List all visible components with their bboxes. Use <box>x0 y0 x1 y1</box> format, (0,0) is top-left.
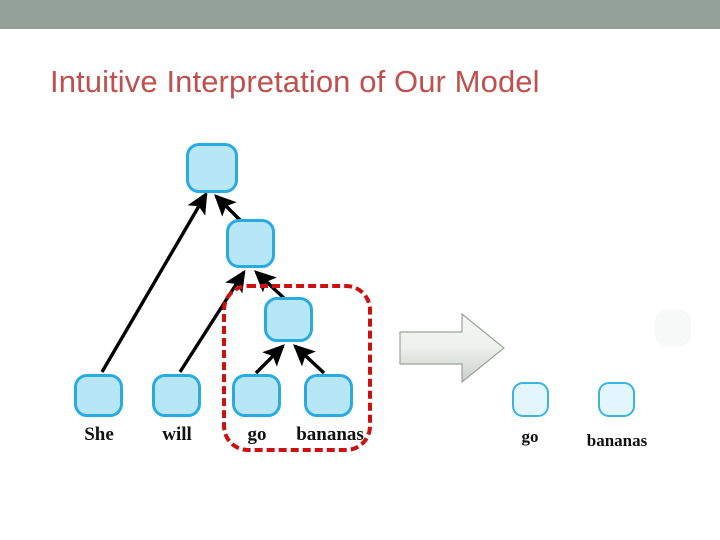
tree-node-vp-inner[interactable] <box>264 297 313 342</box>
rhs-word-label-bananas: bananas <box>586 431 648 450</box>
rhs-word-label-go: go <box>521 427 539 446</box>
word-label-will: will <box>162 424 192 445</box>
word-label-go: go <box>247 424 267 445</box>
edge-she-root <box>100 191 208 373</box>
transition-arrow <box>399 312 505 384</box>
page-title: Intuitive Interpretation of Our Model <box>50 64 540 99</box>
top-decorative-band <box>0 0 720 29</box>
tree-leaf-will[interactable] <box>152 374 201 417</box>
tree-leaf-she[interactable] <box>74 374 123 417</box>
word-label-she: She <box>84 424 114 445</box>
rhs-leaf-bananas[interactable] <box>598 382 635 417</box>
tree-node-ghost <box>655 310 691 346</box>
tree-node-vp[interactable] <box>226 219 275 268</box>
highlight-box-go-bananas <box>222 284 372 452</box>
rhs-leaf-go[interactable] <box>512 382 549 417</box>
tree-leaf-go[interactable] <box>232 374 281 417</box>
tree-node-root[interactable] <box>186 143 238 193</box>
parse-tree-diagram: She will go bananas go bananas <box>0 110 720 470</box>
tree-leaf-bananas[interactable] <box>304 374 353 417</box>
word-label-bananas: bananas <box>296 424 364 445</box>
